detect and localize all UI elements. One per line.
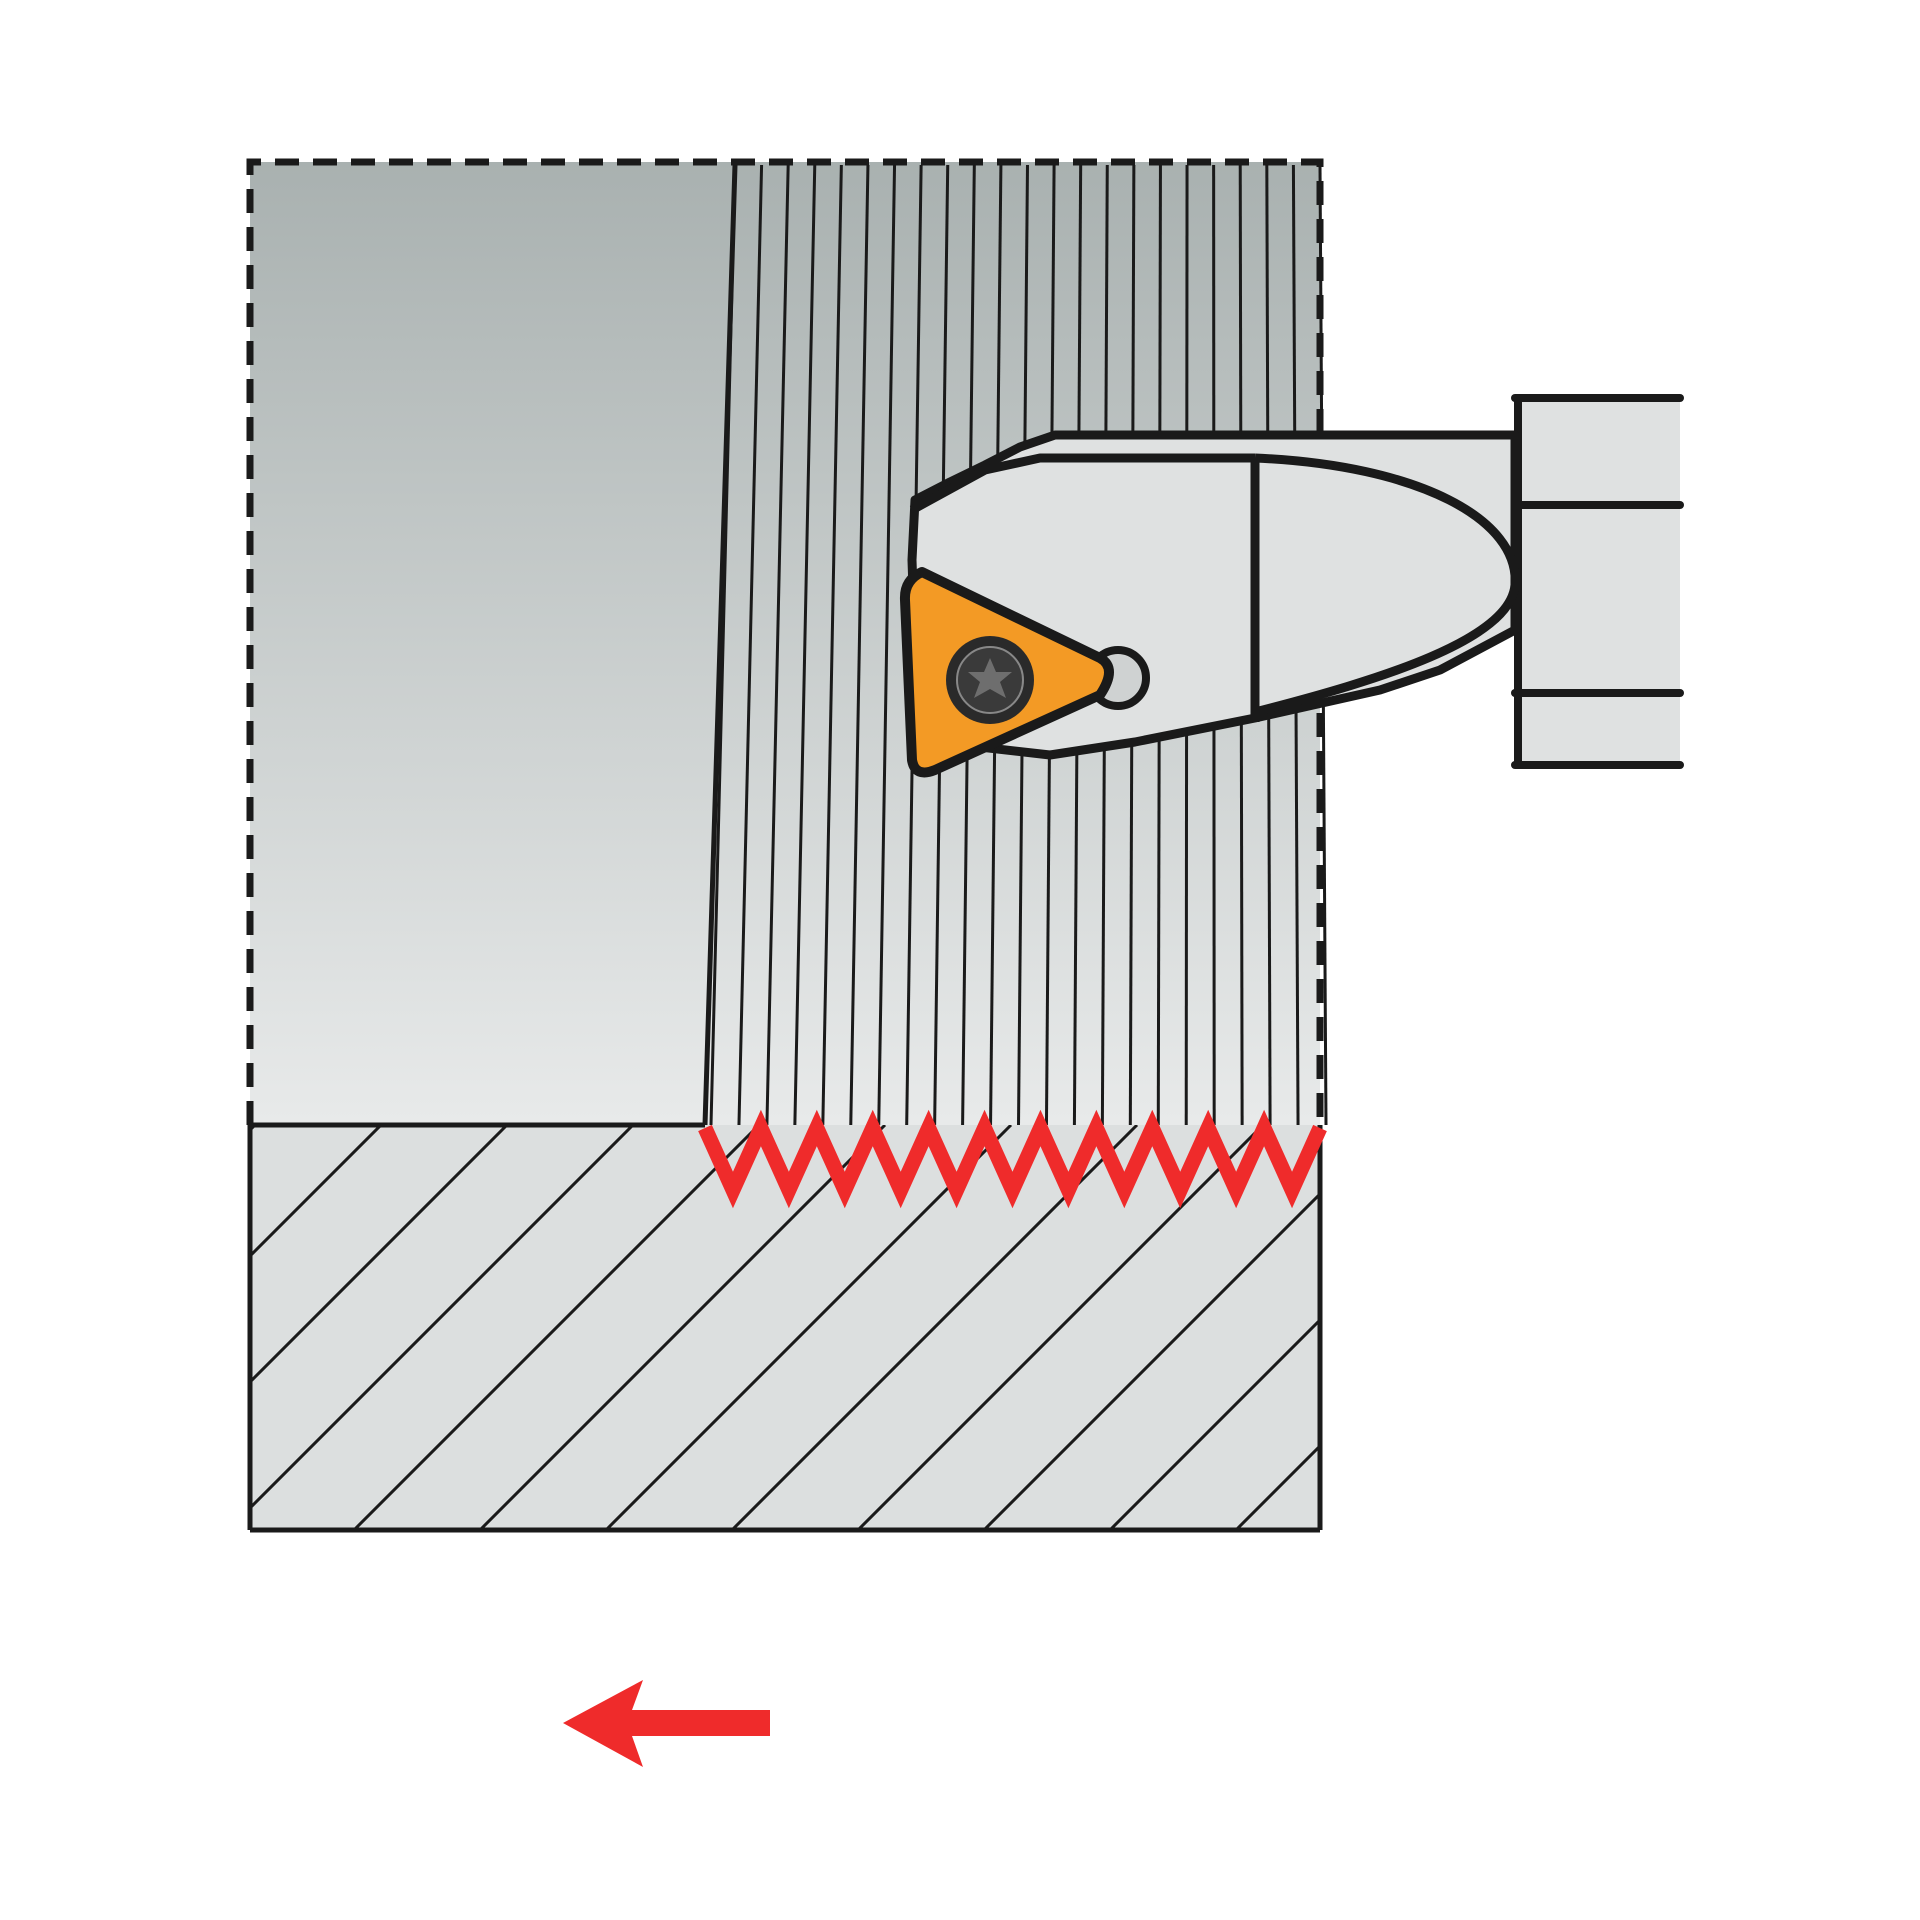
machined-line [793,164,817,1126]
machined-line [765,164,790,1126]
holder-clamp-block [1515,398,1680,768]
hatch-line [250,1125,257,1133]
hatch-line [856,1125,1265,1530]
torx-screw-icon [946,636,1034,724]
bar-round-end [1253,453,1520,717]
machined-line [737,164,764,1126]
machined-line [821,164,843,1126]
hatch-line [1614,1125,1920,1530]
arrow-left-icon [563,1680,770,1767]
thread-profile [698,1109,1327,1209]
machined-line [849,164,870,1126]
hatch-line [982,1191,1320,1530]
bar-top-bevel [909,453,1255,514]
bore-step-edge [702,164,738,1126]
machined-line [877,164,897,1126]
hatch-line [1362,1125,1767,1530]
workpiece-hatch [250,1125,1920,1530]
hatch-line [250,1125,383,1259]
hatch-line [478,1125,887,1530]
hatch-line [1234,1443,1320,1530]
hatch-line [352,1125,761,1530]
hatch-line [250,1125,635,1511]
hatch-line [250,1125,509,1385]
hatch-line [1488,1125,1893,1530]
hatch-line [1108,1317,1320,1530]
hatch-line [604,1125,1013,1530]
